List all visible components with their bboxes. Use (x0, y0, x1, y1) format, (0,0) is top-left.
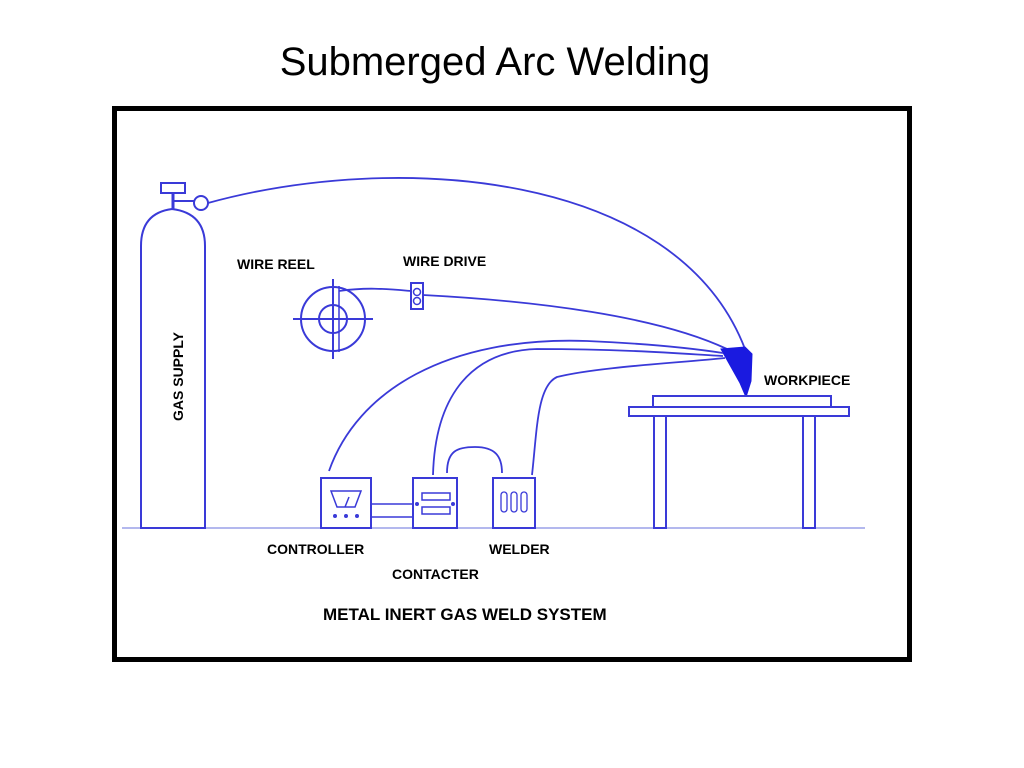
welder-cable (531, 357, 726, 476)
contacter-cable (432, 348, 724, 476)
pressure-gauge (193, 195, 209, 211)
system-title: METAL INERT GAS WELD SYSTEM (323, 605, 607, 624)
welding-torch (720, 346, 753, 399)
controller-label: CONTROLLER (267, 541, 364, 557)
wire-feed (422, 294, 728, 350)
contacter-welder-cable (446, 446, 503, 474)
slide-title: Submerged Arc Welding (279, 40, 711, 84)
gas-hose (207, 177, 746, 350)
wire-reel (293, 279, 373, 359)
mig-weld-system-diagram: GAS SUPPLY WIRE REEL WIRE DRIVE (122, 177, 865, 624)
controller-cable (328, 339, 724, 472)
workbench (628, 395, 850, 529)
contacter-label: CONTACTER (392, 566, 479, 582)
workpiece-label: WORKPIECE (764, 372, 850, 388)
controller (320, 477, 372, 529)
welder (492, 477, 536, 529)
gas-supply-label: GAS SUPPLY (170, 331, 186, 421)
diagram-frame: GAS SUPPLY WIRE REEL WIRE DRIVE (112, 106, 912, 662)
wire-drive-label: WIRE DRIVE (403, 253, 486, 269)
welder-label: WELDER (489, 541, 550, 557)
wire-reel-to-drive (338, 287, 412, 292)
gas-cylinder (140, 182, 209, 529)
wire-drive (410, 282, 424, 310)
wire-reel-label: WIRE REEL (237, 256, 315, 272)
contacter (412, 477, 458, 529)
workpiece-plate (652, 395, 832, 408)
